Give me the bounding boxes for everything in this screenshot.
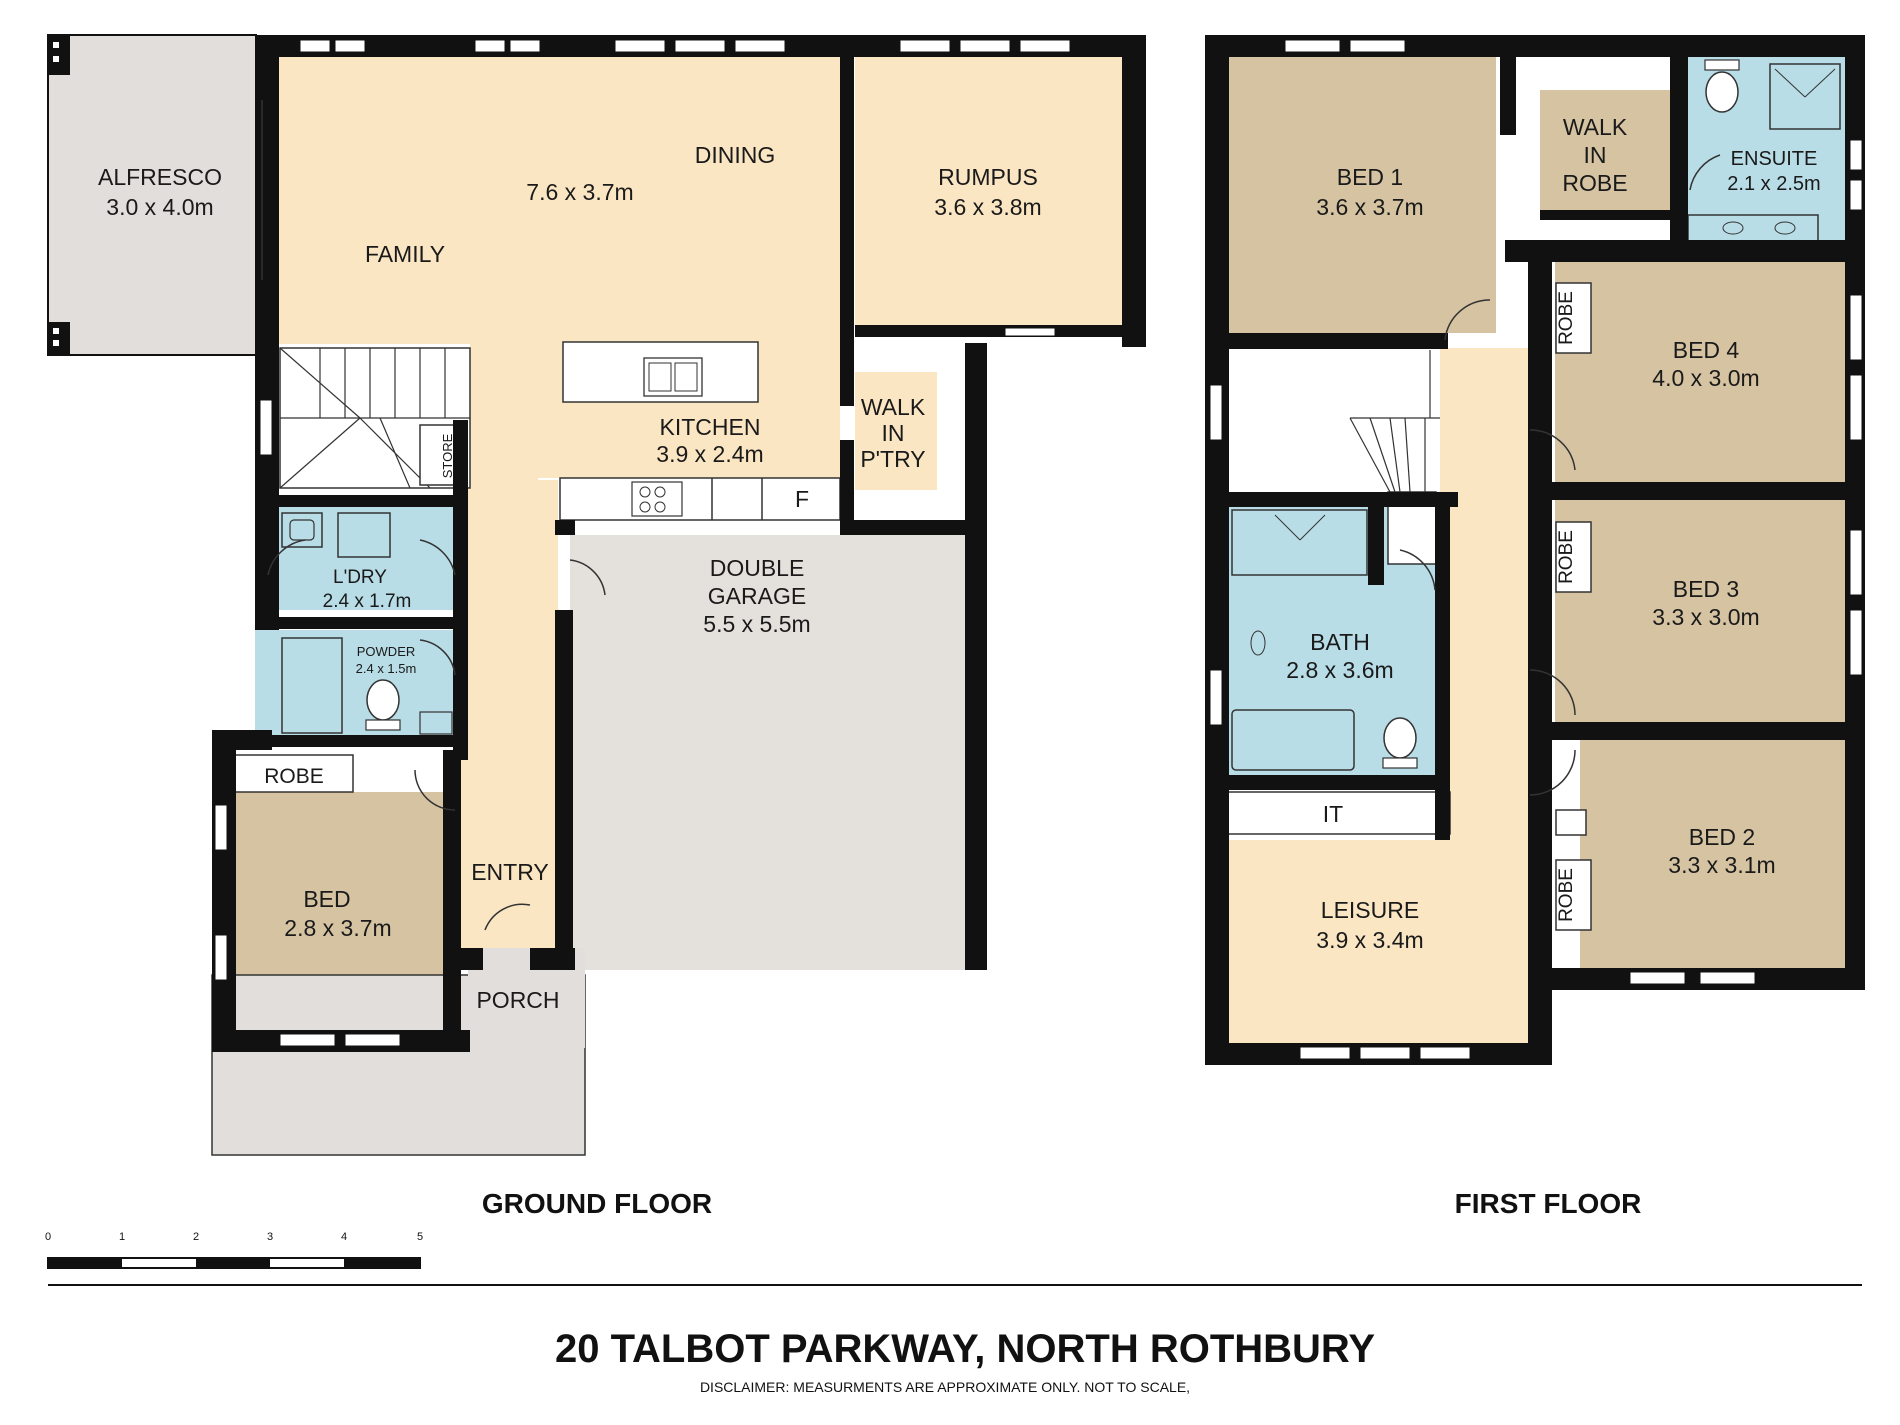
wir-label-3: ROBE: [1562, 170, 1627, 196]
disclaimer: DISCLAIMER: MEASURMENTS ARE APPROXIMATE …: [700, 1379, 1190, 1395]
ground-floor: ALFRESCO 3.0 x 4.0m 7.6 x 3.7m FAMILY DI…: [47, 34, 1146, 1156]
living-size: 7.6 x 3.7m: [526, 179, 633, 205]
ground-robe: [234, 754, 354, 793]
rumpus-size: 3.6 x 3.8m: [934, 194, 1041, 220]
alfresco-size: 3.0 x 4.0m: [106, 194, 213, 220]
rumpus-room: [855, 56, 1125, 328]
bed2-size: 3.3 x 3.1m: [1668, 852, 1775, 878]
bed1-size: 3.6 x 3.7m: [1316, 194, 1423, 220]
bed3-label: BED 3: [1673, 576, 1739, 602]
kitchen-island: [562, 341, 759, 403]
porch-label: PORCH: [476, 987, 559, 1013]
upper-void: [1228, 350, 1440, 495]
scale-tick-5: 5: [417, 1231, 423, 1243]
kitchen-label: KITCHEN: [660, 414, 761, 440]
bed4-room: [1555, 262, 1845, 482]
bed3-robe-label: ROBE: [1556, 530, 1577, 584]
bed4-robe-label: ROBE: [1556, 291, 1577, 345]
wir-label-1: WALK: [1563, 114, 1628, 140]
wir-label-2: IN: [1584, 142, 1607, 168]
laundry-label: L'DRY: [333, 567, 387, 588]
bed4-size: 4.0 x 3.0m: [1652, 365, 1759, 391]
kitchen-size: 3.9 x 2.4m: [656, 441, 763, 467]
bed2-label: BED 2: [1689, 824, 1755, 850]
garage-label-1: DOUBLE: [710, 555, 805, 581]
scale-bar: 0 1 2 3 4 5: [45, 1231, 423, 1269]
wir-room: [1540, 90, 1670, 215]
ground-robe-label: ROBE: [264, 765, 324, 788]
bed2-robe-label: ROBE: [1556, 868, 1577, 922]
entry-hall: [458, 400, 538, 948]
scale-tick-3: 3: [267, 1231, 273, 1243]
entry-label: ENTRY: [471, 859, 549, 885]
bed3-room: [1555, 500, 1845, 722]
scale-tick-0: 0: [45, 1231, 51, 1243]
ground-floor-title: GROUND FLOOR: [482, 1188, 712, 1219]
scale-tick-1: 1: [119, 1231, 125, 1243]
powder-size: 2.4 x 1.5m: [356, 661, 417, 676]
pantry-label-3: P'TRY: [860, 446, 925, 472]
it-label: IT: [1323, 801, 1343, 827]
leisure-room: [1228, 840, 1528, 1043]
bath-label: BATH: [1310, 629, 1370, 655]
bed2-room: [1580, 740, 1845, 968]
bath-size: 2.8 x 3.6m: [1286, 657, 1393, 683]
alfresco-label: ALFRESCO: [98, 164, 222, 190]
leisure-size: 3.9 x 3.4m: [1316, 927, 1423, 953]
laundry-size: 2.4 x 1.7m: [323, 591, 412, 612]
ensuite-size: 2.1 x 2.5m: [1727, 173, 1820, 195]
bed1-label: BED 1: [1337, 164, 1403, 190]
pantry-label-2: IN: [882, 420, 905, 446]
store-label: STORE: [440, 433, 455, 478]
garage-size: 5.5 x 5.5m: [703, 611, 810, 637]
fridge-label: F: [795, 486, 809, 512]
family-dining-area: [268, 56, 840, 344]
leisure-label: LEISURE: [1321, 897, 1419, 923]
pantry-room: [855, 372, 937, 490]
dining-label: DINING: [695, 142, 776, 168]
alfresco-area: [47, 34, 257, 356]
scale-tick-4: 4: [341, 1231, 347, 1243]
hall-link: [538, 480, 558, 948]
powder-label: POWDER: [357, 644, 416, 659]
garage-label-2: GARAGE: [708, 583, 806, 609]
family-label: FAMILY: [365, 241, 445, 267]
ground-bed-size: 2.8 x 3.7m: [284, 915, 391, 941]
rumpus-label: RUMPUS: [938, 164, 1038, 190]
bed1-room: [1228, 56, 1496, 333]
powder-room: [255, 630, 455, 735]
scale-tick-2: 2: [193, 1231, 199, 1243]
pantry-label-1: WALK: [861, 394, 926, 420]
first-floor: BED 1 3.6 x 3.7m WALK IN ROBE ENSUITE 2.…: [1205, 35, 1865, 1065]
ensuite-label: ENSUITE: [1731, 148, 1818, 170]
garage-room: [570, 535, 965, 970]
bed3-size: 3.3 x 3.0m: [1652, 604, 1759, 630]
property-address: 20 TALBOT PARKWAY, NORTH ROTHBURY: [555, 1327, 1375, 1371]
bed4-label: BED 4: [1673, 337, 1740, 363]
ground-bed-label: BED: [303, 886, 350, 912]
first-floor-title: FIRST FLOOR: [1455, 1188, 1642, 1219]
